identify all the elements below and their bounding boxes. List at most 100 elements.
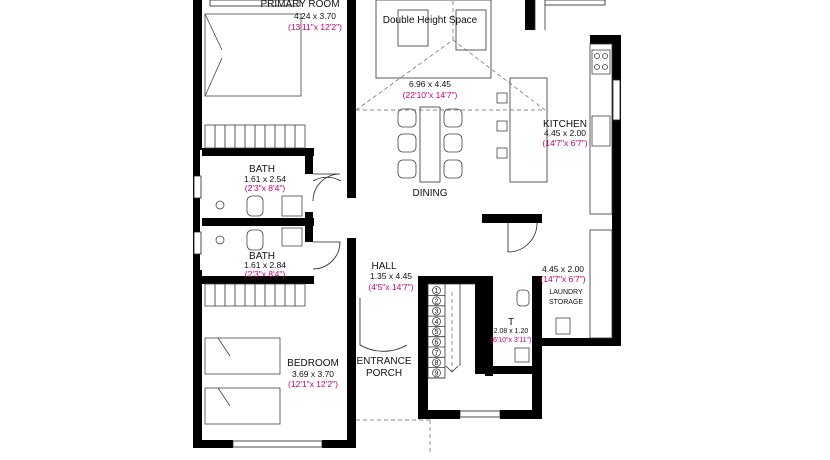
dining-table (419, 106, 441, 183)
double-height-space: Double Height Space 6.96 x 4.45 (22'10"x… (355, 0, 546, 111)
stair-step-number: 4 (435, 319, 439, 326)
stair-step-number: 9 (435, 370, 439, 377)
wall-central-lower (347, 238, 356, 446)
wall-bath-east-2 (305, 212, 313, 242)
walls (193, 0, 621, 448)
wall-stair-north (418, 276, 486, 284)
stair-step-marker (432, 286, 441, 295)
wall-stair-west (418, 276, 428, 416)
bed-primary (204, 13, 302, 97)
wall-east-lower (612, 215, 621, 345)
wall-bath-east-1 (305, 150, 313, 174)
bath-2: BATH 1.61 x 2.84 (2'3"x 8'4") (215, 227, 303, 279)
stair-step-number: 3 (435, 309, 439, 316)
bath-1: BATH 1.61 x 2.54 (2'3"x 8'4") (215, 164, 303, 217)
wall-porch-south-1 (418, 410, 460, 419)
stair-step-number: 8 (435, 360, 439, 367)
laundry: 4.45 x 2.00 (14'7"x 6'7") LAUNDRY STORAG… (507, 222, 613, 339)
window-kitchen-east (612, 79, 621, 121)
hall: HALL 1.35 x 4.45 (4'5"x 14'7") ENTRANCE … (312, 176, 431, 452)
laundry-counter (589, 229, 613, 339)
bed-bedroom-1 (204, 337, 281, 375)
bedroom: BEDROOM 3.69 x 3.70 (12'1"x 12'2") (204, 283, 339, 425)
stair-step-marker (432, 368, 441, 378)
hall-name: HALL (371, 261, 396, 272)
bar-stool-3 (496, 147, 508, 159)
wall-stair-core (475, 276, 485, 372)
bath-1-dim: 1.61 x 2.54 (244, 174, 286, 184)
wall-west-lower (193, 270, 202, 446)
porch-name-1: ENTRANCE (356, 356, 411, 367)
wall-laundry-south (540, 338, 621, 346)
bath-2-dim: 1.61 x 2.84 (244, 260, 286, 270)
kitchen: KITCHEN 4.45 x 2.00 (14'7"x 6'7") (496, 43, 613, 215)
bed-bedroom-2 (204, 387, 281, 425)
stair-step-marker (432, 347, 441, 357)
wall-toilet-east (532, 276, 542, 416)
window-top-right (544, 0, 606, 6)
dining-chairs (397, 108, 463, 179)
laundry-dim: 4.45 x 2.00 (542, 264, 584, 274)
dining-name: DINING (413, 188, 448, 199)
wall-toilet-west (485, 276, 493, 376)
laundry-door-swing (507, 222, 538, 253)
kitchen-dim: 4.45 x 2.00 (544, 128, 586, 138)
wall-porch-south-2 (500, 410, 542, 419)
bedroom-dim: 3.69 x 3.70 (292, 369, 334, 379)
toilet-bath-2 (246, 229, 264, 251)
wall-bedroom-north (202, 276, 314, 284)
window-bath-1 (193, 175, 202, 199)
stair-step-marker (432, 296, 441, 306)
stair-step-marker (432, 337, 441, 347)
stair-step-marker (432, 306, 441, 316)
basin-bath-2 (281, 227, 303, 247)
toilet-bath-1 (246, 195, 264, 217)
toilet-imperial: (6'10"x 3'11") (491, 337, 532, 344)
stair-step-number: 1 (435, 288, 439, 295)
wall-toilet-south (475, 366, 540, 374)
shower-drain-1 (215, 200, 225, 210)
shower-drain-2 (215, 235, 225, 245)
wardrobe-hatch (214, 125, 296, 148)
wall-kitchen-north-post (590, 35, 612, 44)
stair-step-marker (432, 316, 441, 326)
stair-step-marker (432, 358, 441, 368)
bedroom-imperial: (12'1"x 12'2") (288, 379, 338, 389)
bath-2-imperial: (2'3"x 8'4") (245, 269, 286, 279)
bath-1-name: BATH (249, 164, 275, 175)
entrance-door-swing (359, 298, 408, 352)
toilet-dim: 2.08 x 1.20 (494, 328, 529, 335)
primary-room-dim: 4.24 x 3.70 (294, 11, 336, 21)
wc-basin (514, 347, 530, 363)
stair-step-marker (432, 327, 441, 337)
bar-stool-1 (496, 92, 508, 104)
bedroom-name: BEDROOM (287, 358, 339, 369)
double-height-name: Double Height Space (383, 15, 478, 26)
hall-dim: 1.35 x 4.45 (370, 271, 412, 281)
living-dim: 6.96 x 4.45 (409, 79, 451, 89)
stair-step-number: 7 (435, 350, 439, 357)
living-imperial: (22'10"x 14'7") (403, 90, 458, 100)
sofa-block (375, 0, 492, 79)
bar-stool-2 (496, 120, 508, 132)
wall-top-right-post (525, 0, 535, 30)
bath-door-swing-2 (312, 241, 341, 270)
hob (591, 49, 611, 75)
window-bath-2 (193, 231, 202, 255)
laundry-imperial: (14'7"x 6'7") (540, 274, 585, 284)
wall-west-outer (193, 0, 202, 150)
wall-bath-west (193, 150, 200, 270)
primary-room: PRIMARY ROOM 4.24 x 3.70 (13'11"x 12'2") (204, 0, 342, 149)
laundry-name-1: LAUNDRY (549, 289, 583, 296)
window-bedroom-south (232, 440, 323, 448)
porch-name-2: PORCH (366, 368, 402, 379)
stair-step-number: 6 (435, 340, 439, 347)
bath-2-name: BATH (249, 251, 275, 262)
kitchen-counter (589, 43, 613, 215)
kitchen-island (509, 77, 548, 183)
laundry-name-2: STORAGE (549, 299, 583, 306)
wall-kitchen-laundry (482, 214, 542, 223)
